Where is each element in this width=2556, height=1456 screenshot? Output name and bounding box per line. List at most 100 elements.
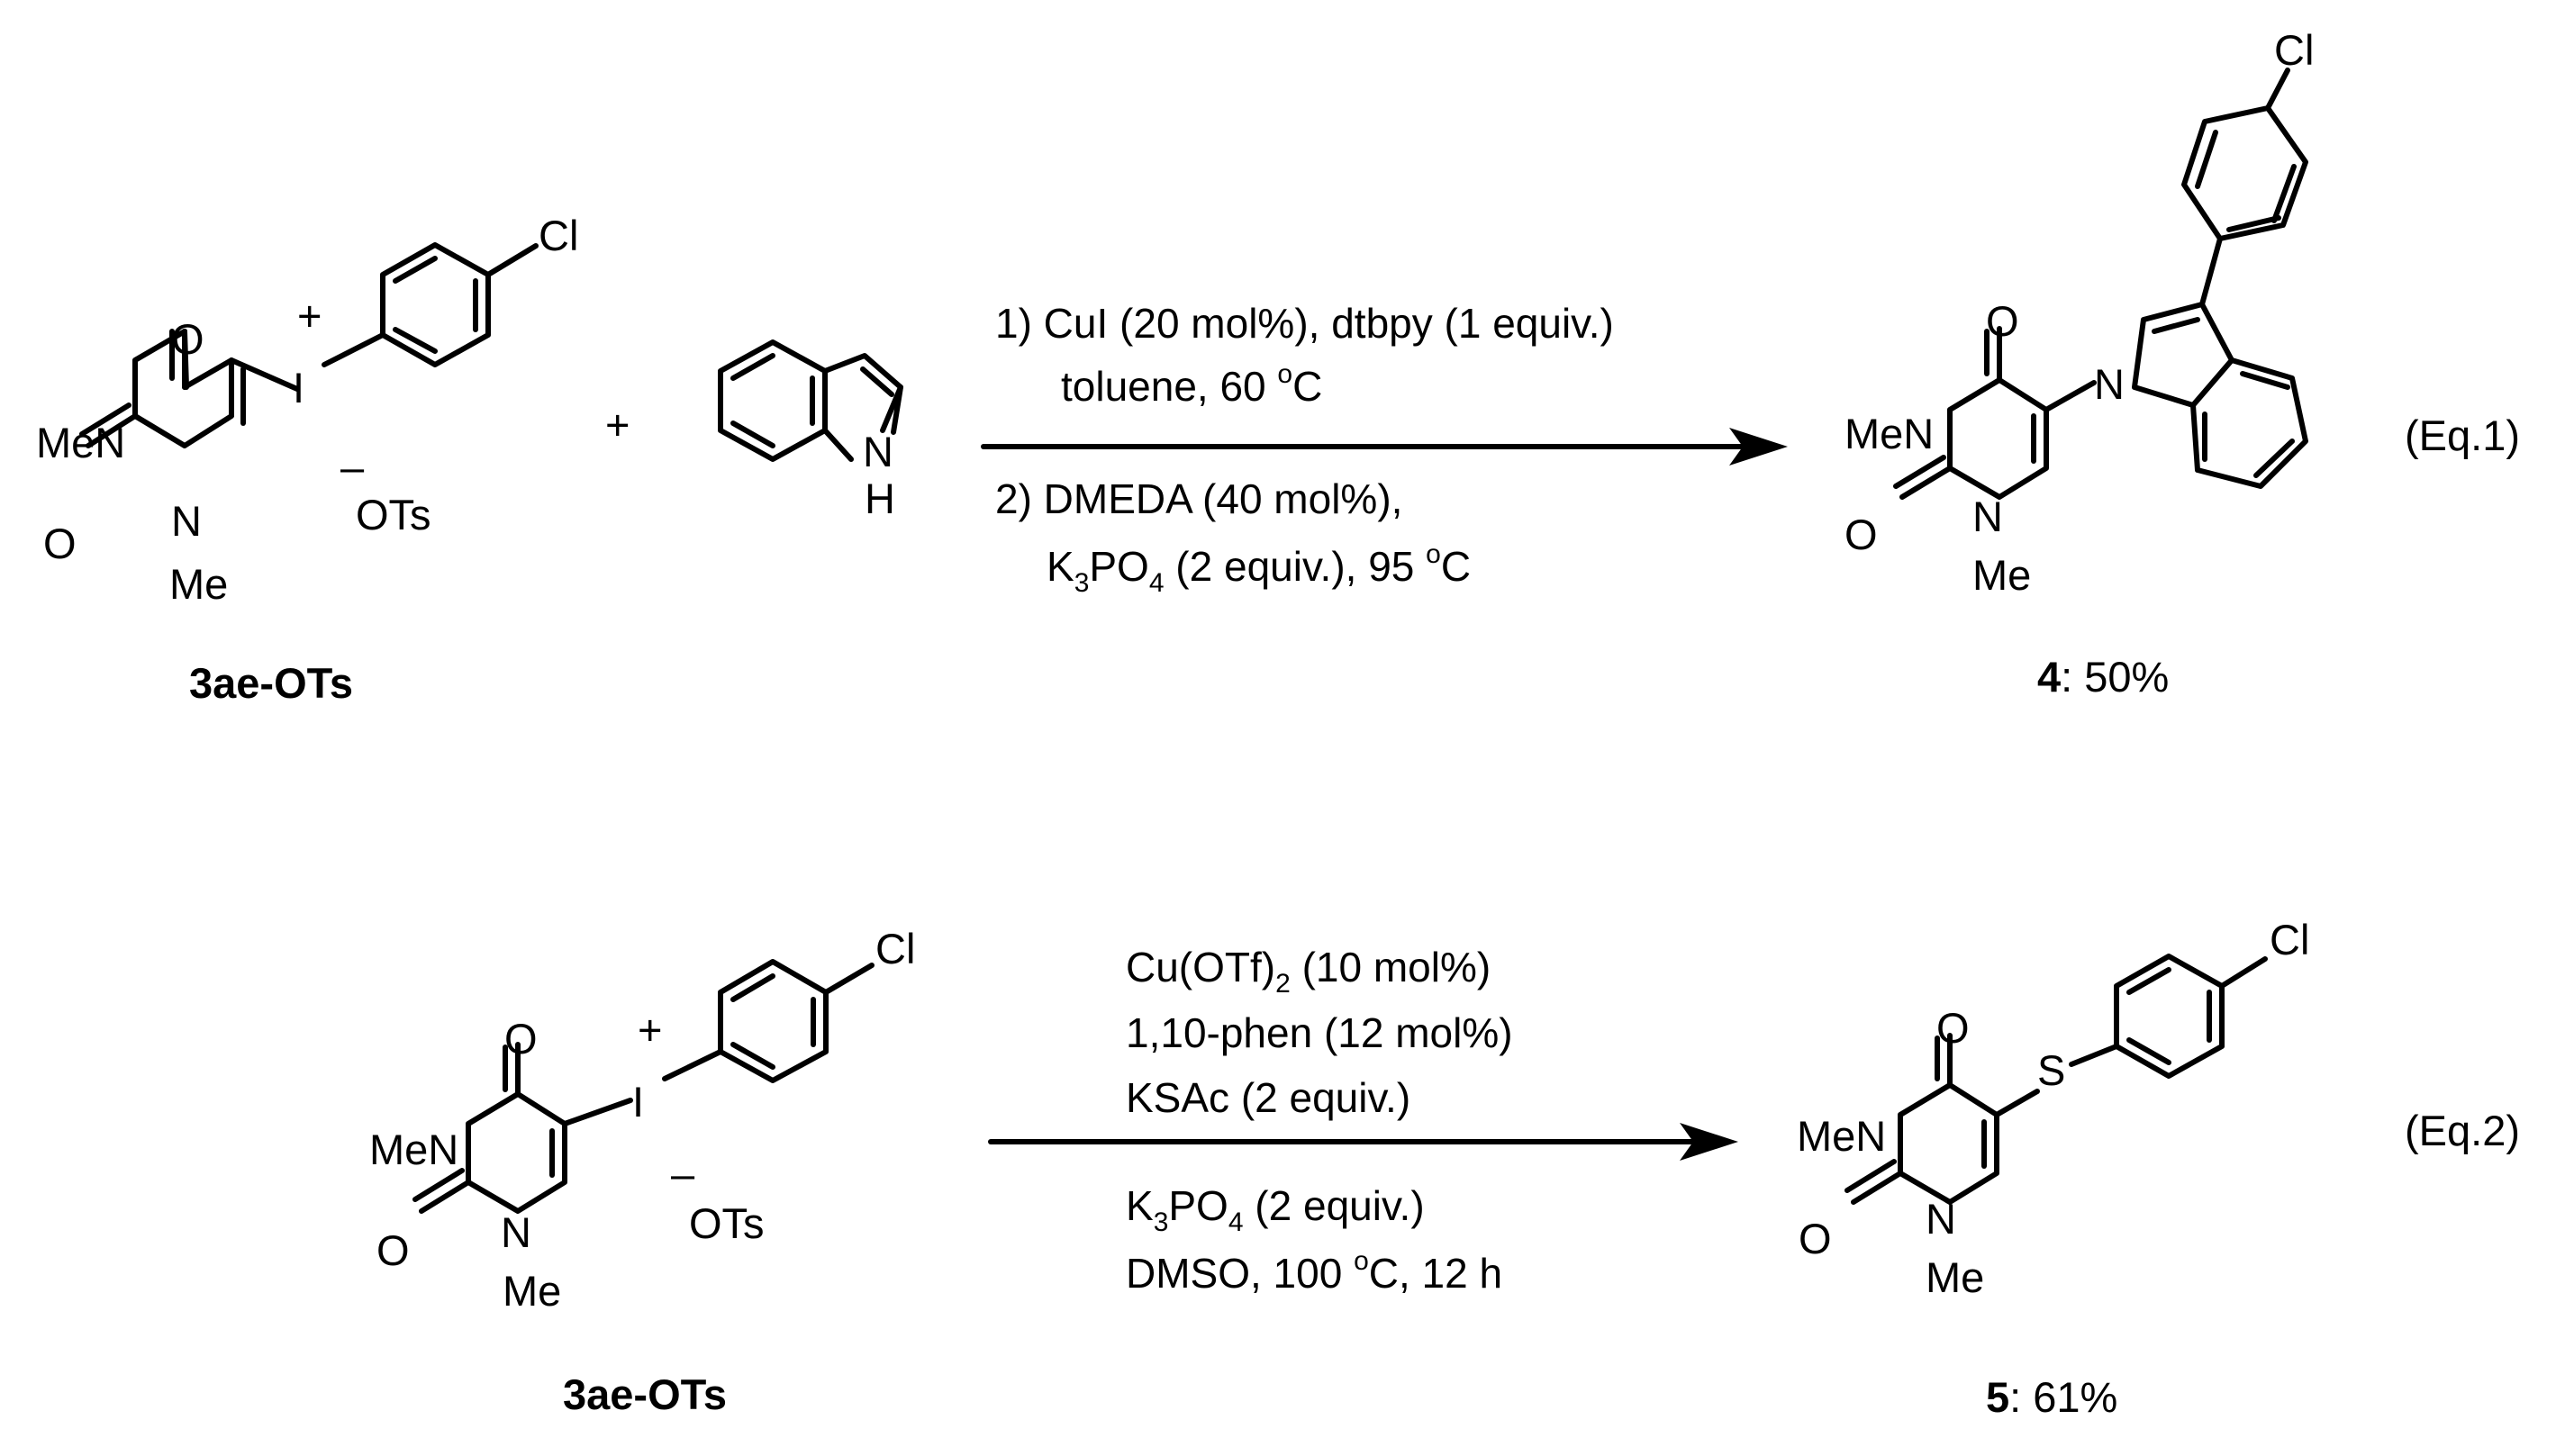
eq2-product-label: 5: 61%: [1986, 1373, 2117, 1421]
eq1-reactant-n: N: [171, 497, 202, 545]
eq2-product-n: N: [1926, 1195, 1956, 1243]
eq2-conditions-solvent-temp: DMSO, 100 oC, 12 h: [1126, 1246, 1502, 1297]
eq2-product-s: S: [2037, 1046, 2065, 1094]
eq2-product-c2o: [1851, 1171, 1903, 1205]
eq2-reactant-chlorophenyl-ring: [718, 959, 829, 1083]
eq1-product-c2o-double: [1893, 455, 1946, 489]
eq1-conditions-solvent-temp: toluene, 60 oC: [1061, 359, 1322, 410]
eq2-reactant-structure: Cl O I + MeN – OTs O N Me: [369, 925, 915, 1315]
eq1-reactant-c2o: [86, 413, 138, 448]
eq2-product-s-aryl: [2069, 1044, 2119, 1067]
eq1-product-ring-double-2: [2271, 164, 2297, 223]
eq1-product-c5-n: [2044, 380, 2097, 412]
eq1-reactant-counter: OTs: [356, 491, 431, 538]
eq1-product-pyrrole-double: [2152, 317, 2200, 334]
eq2-reactant-label: 3ae-OTs: [563, 1370, 727, 1418]
eq1-indole-h: H: [865, 475, 895, 522]
eq1-arrow-head: [1729, 428, 1788, 466]
eq2-reactant-n: N: [501, 1208, 531, 1256]
eq1-product-n-indole: N: [2094, 360, 2125, 408]
eq2-conditions-base: K3PO4 (2 equiv.): [1126, 1182, 1425, 1237]
eq1-reactant-i-charge: +: [297, 292, 322, 339]
eq2-reactant-i-aryl: [662, 1049, 723, 1081]
eq1-reactant-men: MeN: [36, 419, 125, 466]
eq1-product-me: Me: [1972, 551, 2031, 599]
eq1-product-n: N: [1972, 493, 2003, 540]
eq1-product-c3-aryl: [2199, 236, 2223, 307]
eq1-reactant-o-top: O: [171, 315, 204, 363]
eq2-tag: (Eq.2): [2405, 1107, 2520, 1154]
eq1-indole-structure: N H: [718, 339, 903, 522]
eq2-reactant-o-left: O: [376, 1226, 410, 1274]
eq2-product-o-top: O: [1936, 1004, 1970, 1052]
eq1-reactant-c2o-double: [79, 402, 131, 437]
eq1-conditions-step1: 1) CuI (20 mol%), dtbpy (1 equiv.): [995, 300, 1614, 347]
eq1-reactant-i: I: [293, 364, 304, 411]
eq2-conditions-reagent: KSAc (2 equiv.): [1126, 1074, 1410, 1121]
eq1-product-ring-double-3: [2226, 215, 2281, 232]
eq1-reactant-cl: Cl: [539, 212, 578, 259]
eq1-indole-n: N: [863, 428, 893, 475]
eq2-product-ring-double-1: [2126, 967, 2171, 995]
eq2-reactant-counter: OTs: [689, 1199, 765, 1247]
eq2-conditions-catalyst: Cu(OTf)2 (10 mol%): [1126, 944, 1491, 999]
eq1: Cl O I + MeN – OTs O N Me 3ae-OTs + N H: [36, 26, 2520, 707]
eq1-indole-benzene-ring: [718, 339, 828, 462]
eq2-reactant-c2o: [419, 1180, 471, 1214]
eq1-reactant-o-left: O: [43, 520, 77, 567]
eq2-reactant-i-charge: +: [638, 1006, 662, 1054]
eq2-product-ring-double-3: [2126, 1037, 2171, 1065]
eq2-product-structure: Cl S O MeN O N Me: [1797, 916, 2309, 1301]
eq1-reactant-me: Me: [169, 560, 228, 608]
eq2-reactant-o-top: O: [504, 1015, 538, 1063]
eq1-product-benzo-ring: [2190, 357, 2308, 489]
eq1-reactant-i-aryl: [322, 332, 385, 367]
eq2-product-c2o-double: [1844, 1159, 1897, 1193]
eq2-reactant-c5-i: [562, 1098, 633, 1126]
eq1-indole-double-1: [730, 353, 775, 381]
eq1-reactant-c5-i: [229, 357, 300, 392]
eq1-product-benzo-double-1: [2240, 371, 2290, 390]
eq1-reactant-ring-double-3: [393, 327, 438, 354]
eq1-indole-double-2: [730, 421, 775, 448]
eq2-product-me: Me: [1926, 1253, 1984, 1301]
eq2-reactant-cl: Cl: [875, 925, 915, 972]
eq1-product-ring-double-1: [2195, 130, 2218, 189]
eq2: Cl O I + MeN – OTs O N Me 3ae-OTs Cu(OTf…: [369, 916, 2520, 1421]
eq1-plus-sign: +: [605, 401, 630, 448]
eq1-conditions-step2: 2) DMEDA (40 mol%),: [995, 475, 1402, 522]
eq2-reactant-c-cl: [823, 963, 875, 995]
eq2-arrow-head: [1680, 1123, 1738, 1161]
eq1-product-o-left: O: [1844, 511, 1878, 558]
eq1-product-label: 4: 50%: [2037, 653, 2169, 701]
eq2-reactant-c2o-double: [412, 1168, 465, 1202]
eq1-conditions-base-temp: K3PO4 (2 equiv.), 95 oC: [1047, 539, 1471, 598]
eq1-tag: (Eq.1): [2405, 411, 2520, 459]
eq1-product-structure: Cl O N MeN O N Me: [1844, 26, 2314, 599]
eq1-indole-pyrrole-ring: [822, 353, 903, 462]
eq2-reactant-me: Me: [503, 1267, 561, 1315]
eq1-reactant-chlorophenyl-ring: [380, 242, 491, 367]
eq1-indole-pyrrole-double: [860, 366, 894, 397]
eq2-product-o-left: O: [1799, 1215, 1832, 1262]
eq1-reactant-c-cl: [485, 243, 539, 277]
eq2-reactant-men: MeN: [369, 1126, 458, 1173]
eq2-product-c5-s: [1994, 1089, 2040, 1117]
eq1-reactant-counter-charge: –: [340, 443, 365, 491]
eq1-reactant-label: 3ae-OTs: [189, 659, 353, 707]
eq1-reactant-structure: Cl O I + MeN – OTs O N Me: [36, 212, 578, 608]
eq1-product-o-top: O: [1986, 297, 2019, 345]
eq2-conditions-ligand: 1,10-phen (12 mol%): [1126, 1009, 1513, 1056]
eq2-product-c-cl: [2219, 956, 2268, 989]
eq1-reactant-uracil-ring: [132, 329, 234, 448]
eq2-product-chlorophenyl-ring: [2114, 954, 2225, 1079]
eq2-reactant-ring-double-1: [730, 973, 775, 1002]
eq1-product-pyrrole-ring: [2132, 302, 2234, 408]
eq2-product-cl: Cl: [2270, 916, 2309, 963]
eq2-product-men: MeN: [1797, 1112, 1886, 1160]
eq1-product-men: MeN: [1844, 410, 1934, 457]
eq1-product-benzo-double-2: [2253, 439, 2295, 478]
eq1-product-c-cl: [2265, 68, 2290, 111]
eq1-product-cl: Cl: [2274, 26, 2314, 74]
